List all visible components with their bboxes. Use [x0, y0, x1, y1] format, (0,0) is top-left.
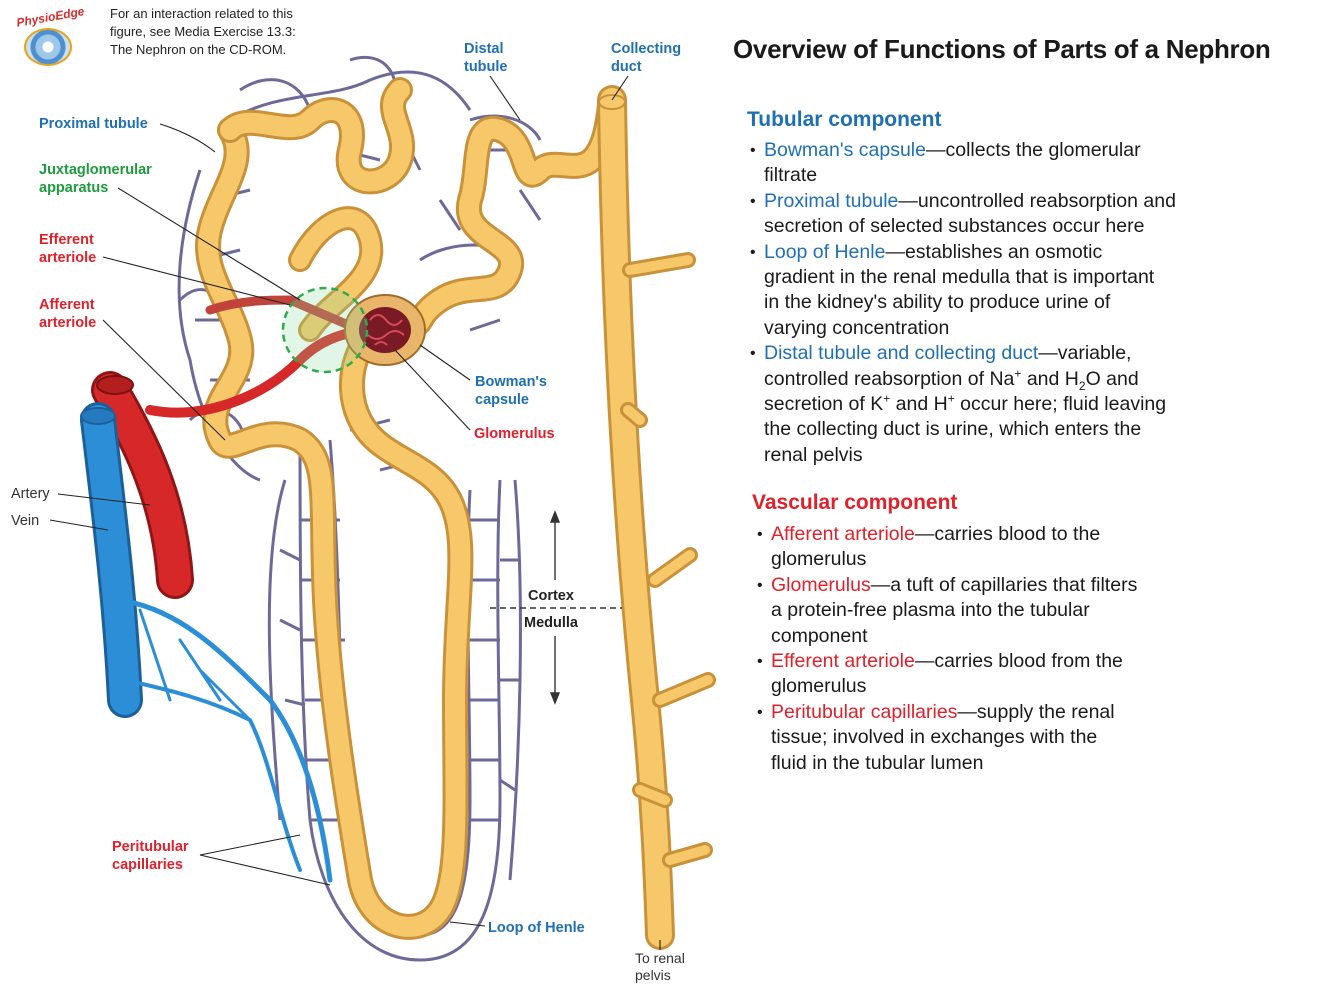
vascular-component-list: Afferent arteriole—carries blood to the …	[757, 522, 1277, 776]
item-text: —uncontrolled reabsorption and	[898, 190, 1176, 212]
label-line: capsule	[475, 391, 547, 409]
item-text: —carries blood to the	[915, 523, 1100, 545]
cortex-medulla-divider	[490, 512, 622, 703]
list-item: Bowman's capsule—collects the glomerular…	[750, 138, 1270, 189]
collecting-duct	[599, 95, 708, 935]
term-distal-tubule-collecting-duct: Distal tubule and collecting duct	[764, 342, 1038, 364]
label-bowmans-capsule: Bowman's capsule	[475, 373, 547, 409]
label-distal-tubule: Distal tubule	[464, 40, 508, 76]
label-line: Afferent	[39, 296, 96, 314]
label-line: Efferent	[39, 231, 96, 249]
label-medulla: Medulla	[524, 614, 578, 632]
label-line: capillaries	[112, 856, 189, 874]
label-line: Juxtaglomerular	[39, 161, 152, 179]
item-text: component	[771, 624, 1277, 649]
label-juxtaglomerular-apparatus: Juxtaglomerular apparatus	[39, 161, 152, 197]
item-text: —a tuft of capillaries that filters	[871, 574, 1138, 596]
item-text: varying concentration	[764, 316, 1270, 341]
artery-opening	[97, 376, 133, 394]
item-text: secretion of selected substances occur h…	[764, 214, 1270, 239]
item-text: a protein-free plasma into the tubular	[771, 598, 1277, 623]
text-fragment: and H	[890, 393, 947, 415]
text-fragment: and H	[1021, 368, 1078, 390]
list-item: Glomerulus—a tuft of capillaries that fi…	[757, 573, 1277, 649]
term-bowmans-capsule: Bowman's capsule	[764, 139, 926, 161]
label-afferent-arteriole: Afferent arteriole	[39, 296, 96, 332]
list-item: Loop of Henle—establishes an osmotic gra…	[750, 240, 1270, 342]
list-item: Efferent arteriole—carries blood from th…	[757, 649, 1277, 700]
label-to-renal-pelvis: To renal pelvis	[635, 950, 685, 984]
term-afferent-arteriole: Afferent arteriole	[771, 523, 915, 545]
term-peritubular-capillaries: Peritubular capillaries	[771, 701, 957, 723]
item-text: in the kidney's ability to produce urine…	[764, 290, 1270, 315]
item-text: —supply the renal	[957, 701, 1114, 723]
term-glomerulus: Glomerulus	[771, 574, 871, 596]
label-loop-of-henle: Loop of Henle	[488, 919, 585, 937]
label-line: To renal	[635, 950, 685, 967]
label-line: Collecting	[611, 40, 681, 58]
list-item: Distal tubule and collecting duct—variab…	[750, 341, 1270, 468]
label-line: pelvis	[635, 967, 685, 984]
item-text: tissue; involved in exchanges with the	[771, 725, 1277, 750]
label-line: Bowman's	[475, 373, 547, 391]
tubular-component-heading: Tubular component	[747, 108, 941, 132]
text-fragment: O and	[1086, 368, 1139, 390]
label-collecting-duct: Collecting duct	[611, 40, 681, 76]
label-line: arteriole	[39, 314, 96, 332]
item-text: renal pelvis	[764, 443, 1270, 468]
list-item: Proximal tubule—uncontrolled reabsorptio…	[750, 189, 1270, 240]
term-proximal-tubule: Proximal tubule	[764, 190, 898, 212]
label-cortex: Cortex	[528, 587, 574, 605]
vein-opening	[81, 408, 115, 424]
item-text: secretion of K+ and H+ occur here; fluid…	[764, 392, 1270, 417]
label-proximal-tubule: Proximal tubule	[39, 115, 148, 133]
label-vein: Vein	[11, 512, 39, 530]
text-fragment: occur here; fluid leaving	[955, 393, 1166, 415]
vascular-component-heading: Vascular component	[752, 491, 957, 515]
label-artery: Artery	[11, 485, 50, 503]
subscript: 2	[1079, 379, 1086, 393]
nephron-diagram	[0, 0, 730, 985]
label-line: arteriole	[39, 249, 96, 267]
item-text: —carries blood from the	[915, 650, 1123, 672]
item-text: controlled reabsorption of Na+ and H2O a…	[764, 367, 1270, 392]
text-fragment: controlled reabsorption of Na	[764, 368, 1014, 390]
label-line: Distal	[464, 40, 508, 58]
item-text: filtrate	[764, 163, 1270, 188]
label-glomerulus: Glomerulus	[474, 425, 555, 443]
label-line: tubule	[464, 58, 508, 76]
item-text: glomerulus	[771, 547, 1277, 572]
item-text: glomerulus	[771, 674, 1277, 699]
label-peritubular-capillaries: Peritubular capillaries	[112, 838, 189, 874]
superscript: +	[948, 392, 955, 406]
item-text: —establishes an osmotic	[885, 241, 1102, 263]
label-line: apparatus	[39, 179, 152, 197]
label-line: duct	[611, 58, 681, 76]
tubular-component-list: Bowman's capsule—collects the glomerular…	[750, 138, 1270, 468]
item-text: fluid in the tubular lumen	[771, 751, 1277, 776]
label-line: Peritubular	[112, 838, 189, 856]
item-text: —collects the glomerular	[926, 139, 1141, 161]
label-efferent-arteriole: Efferent arteriole	[39, 231, 96, 267]
item-text: —variable,	[1038, 342, 1131, 364]
item-text: the collecting duct is urine, which ente…	[764, 417, 1270, 442]
nephron-tubule	[208, 90, 610, 927]
list-item: Peritubular capillaries—supply the renal…	[757, 700, 1277, 776]
text-fragment: secretion of K	[764, 393, 883, 415]
item-text: gradient in the renal medulla that is im…	[764, 265, 1270, 290]
list-item: Afferent arteriole—carries blood to the …	[757, 522, 1277, 573]
term-efferent-arteriole: Efferent arteriole	[771, 650, 915, 672]
panel-title: Overview of Functions of Parts of a Neph…	[733, 34, 1271, 65]
term-loop-of-henle: Loop of Henle	[764, 241, 885, 263]
